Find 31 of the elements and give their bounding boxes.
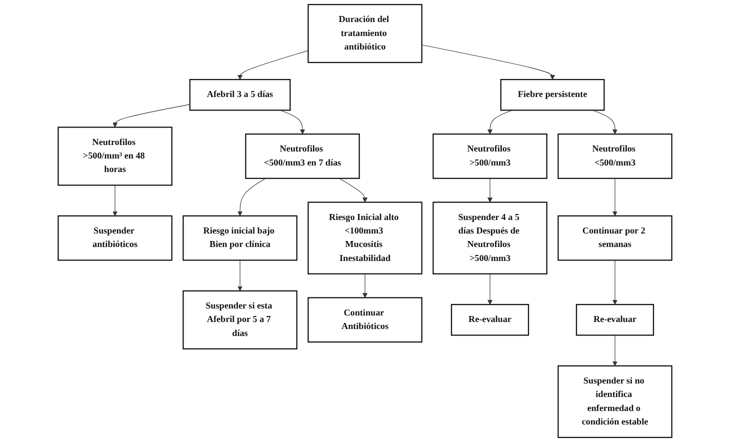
arrow	[362, 274, 368, 298]
node-box: Neutrofilos >500/mm³ en 48 horas	[58, 126, 172, 186]
arrow	[612, 260, 618, 305]
node-box: Re-evaluar	[450, 304, 530, 336]
node-box: Suspender 4 a 5 días Después de Neutrofilos >500/mm3	[432, 202, 548, 274]
node-box: Riesgo Inicial alto <100mm3 Mucositis Inestabilidad	[308, 202, 422, 274]
node-box: Neutrofilos <500/mm3	[558, 134, 672, 179]
arrow	[422, 44, 555, 80]
arrow	[112, 184, 118, 216]
arrow	[487, 274, 492, 305]
node-box: Suspender si no identifica enfermedad o condición estable	[558, 365, 672, 438]
node-box: Suspender si esta Afebril por 5 a 7 días	[182, 290, 298, 350]
arrow	[238, 260, 243, 292]
node-box: Continuar por 2 semanas	[558, 215, 672, 261]
node-box: Neutrofilos >500/mm3	[432, 134, 548, 179]
arrow	[612, 334, 618, 366]
node-box: Afebril 3 a 5 días	[189, 78, 291, 111]
node-box: Fiebre persistente	[500, 78, 605, 111]
node-box: Neutrofilos <500/mm3 en 7 días	[245, 134, 360, 179]
arrow	[238, 178, 266, 216]
arrow	[238, 50, 308, 80]
node-box: Riesgo inicial bajo Bien por clínica	[182, 215, 298, 261]
arrow	[339, 178, 368, 202]
node-box: Continuar Antibióticos	[308, 297, 422, 343]
arrow	[487, 178, 492, 202]
node-box: Re-evaluar	[576, 304, 654, 336]
arrow	[612, 178, 618, 216]
node-box: Suspender antibióticos	[58, 215, 172, 261]
arrow	[112, 104, 190, 128]
arrow	[592, 110, 618, 134]
node-box: Duración del tratamiento antibiótico	[308, 4, 422, 64]
